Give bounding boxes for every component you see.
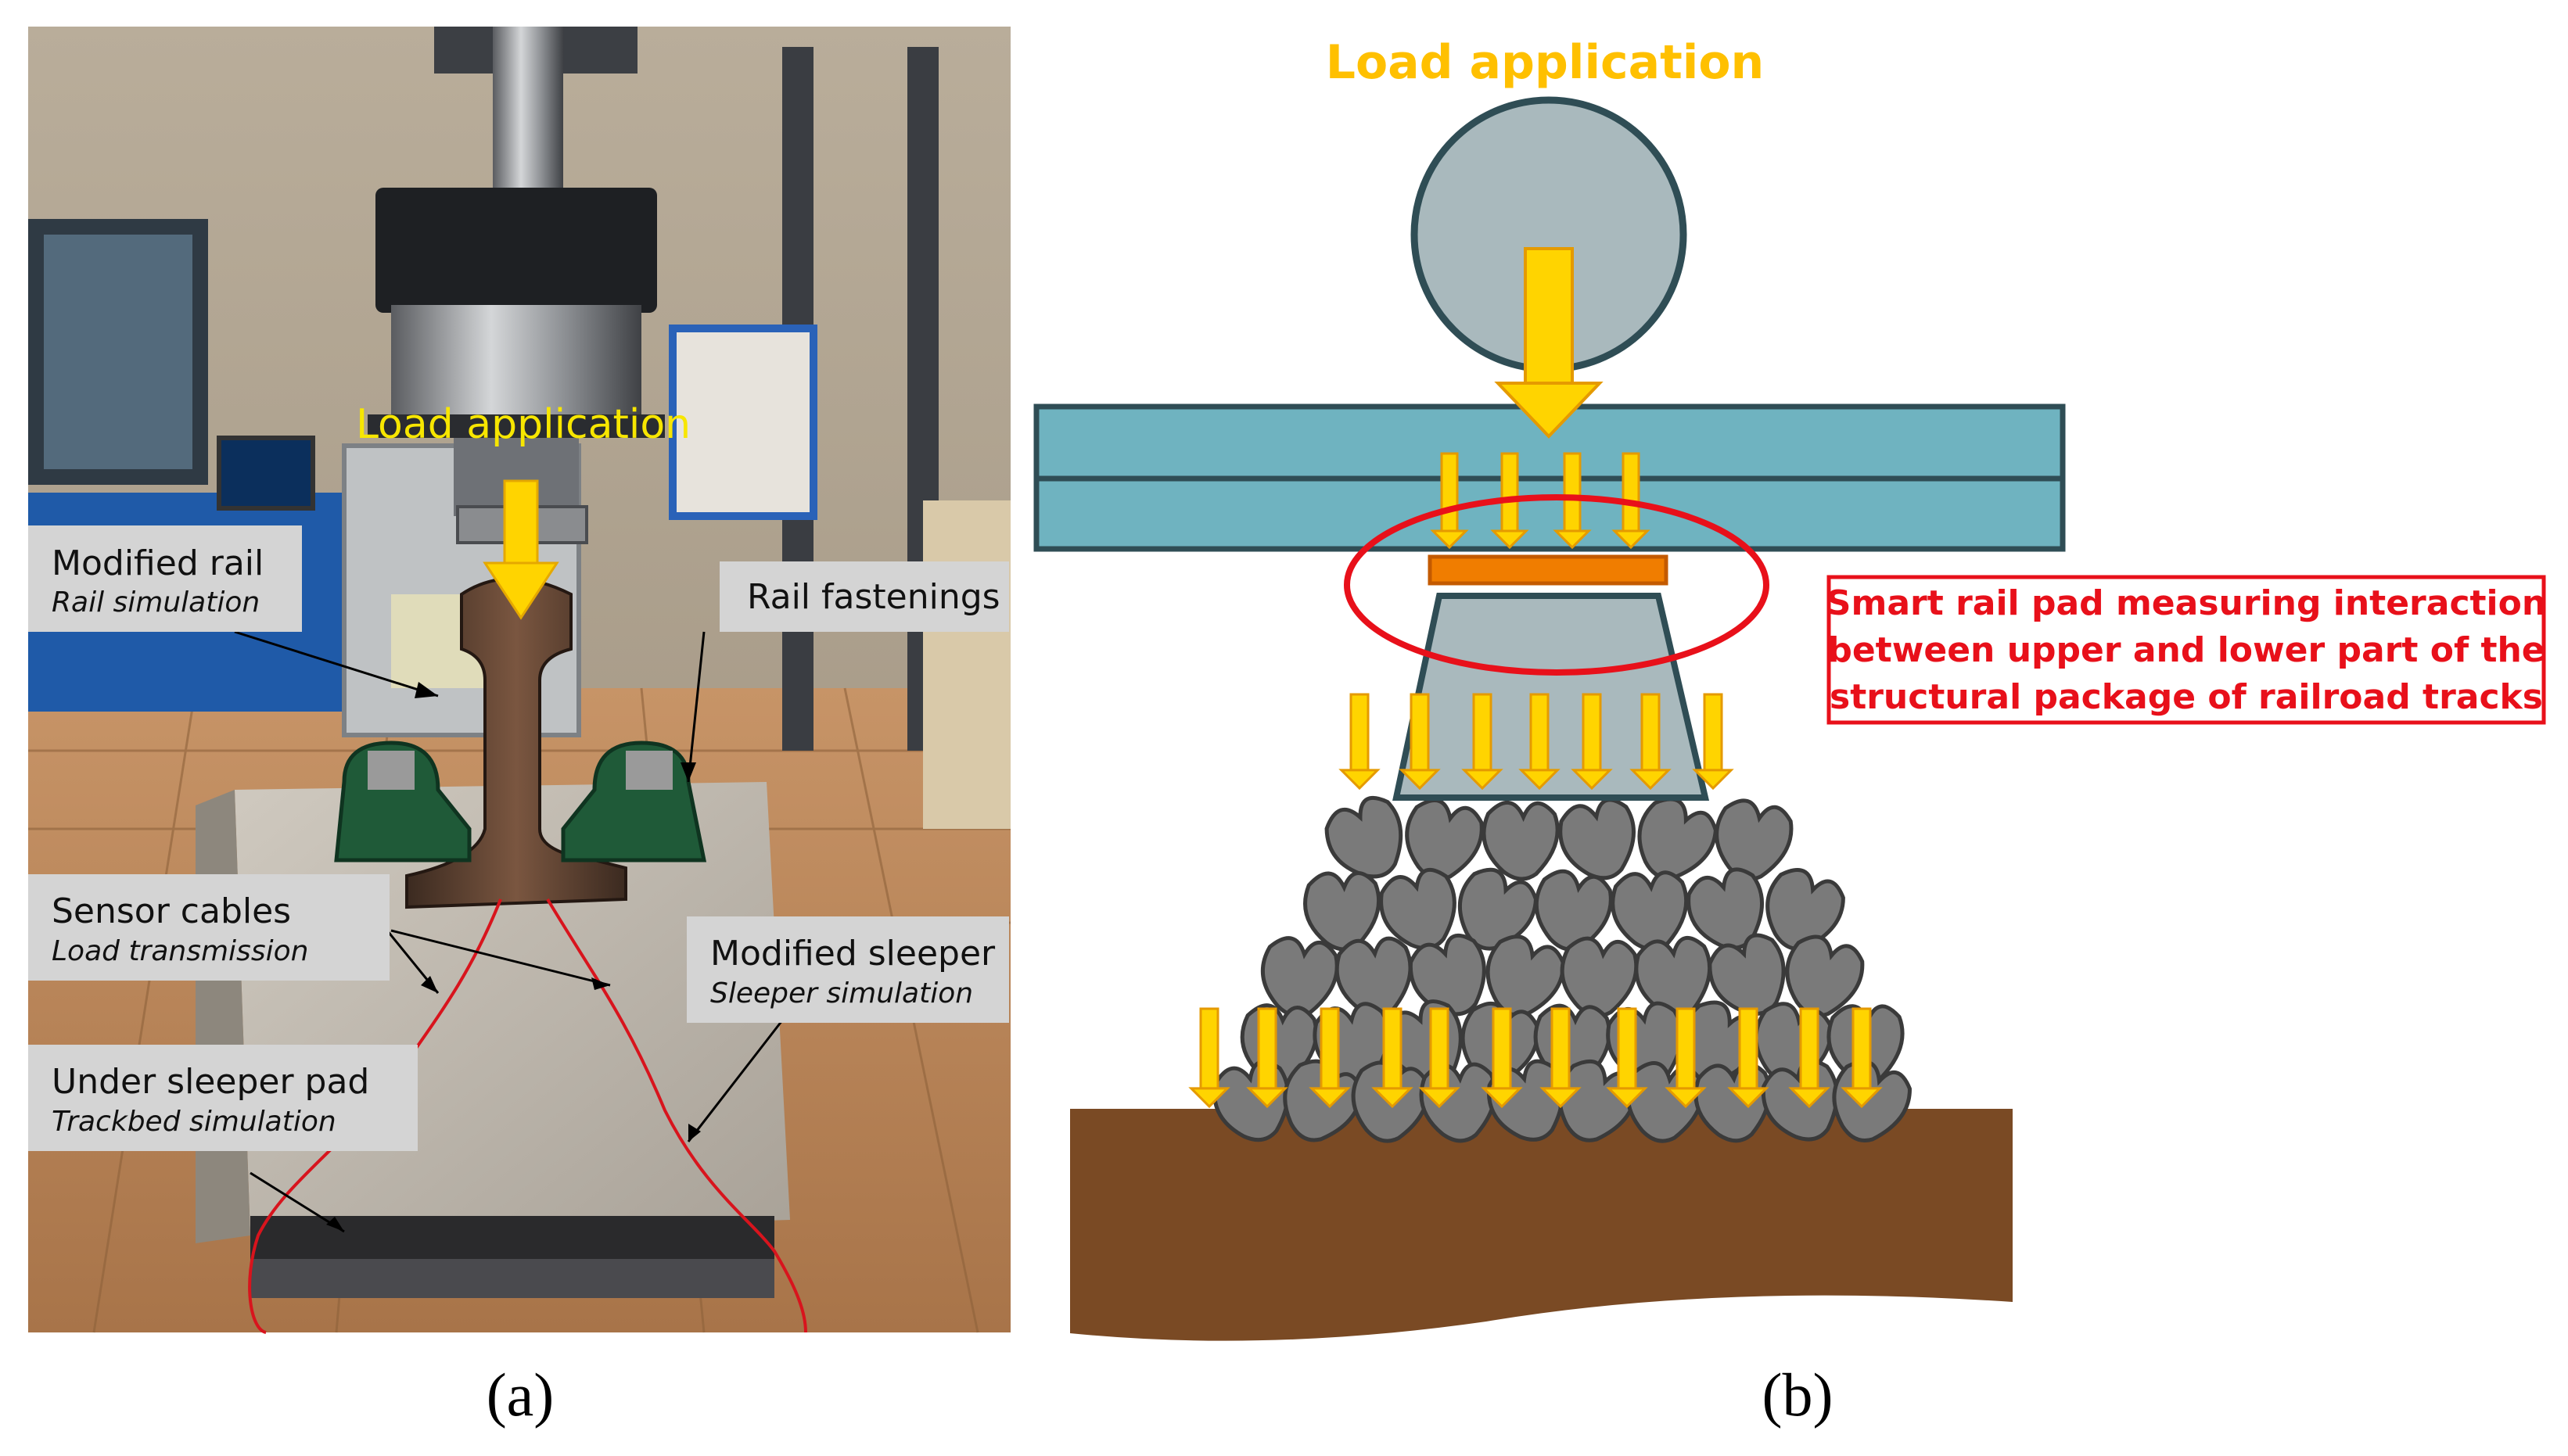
load-arrow <box>1461 693 1503 791</box>
load-arrow <box>1246 1007 1288 1109</box>
actuator-piston <box>493 27 563 191</box>
highlight-ellipse <box>1344 494 1769 676</box>
caption-b: (b) <box>1762 1361 1834 1429</box>
load-arrow <box>1490 452 1529 550</box>
ballast-stone <box>1686 867 1765 950</box>
callout-sensor-cables: Sensor cables Load transmission <box>28 874 390 981</box>
svg-text:Modified rail: Modified rail <box>52 543 264 583</box>
svg-text:Sensor cables: Sensor cables <box>52 891 291 931</box>
ballast-stone <box>1785 934 1865 1018</box>
callout-modified-rail: Modified rail Rail simulation <box>28 525 302 632</box>
load-arrow <box>1629 693 1672 791</box>
callout-under-sleeper-pad: Under sleeper pad Trackbed simulation <box>28 1045 418 1151</box>
load-arrow <box>1371 1007 1413 1109</box>
svg-text:Trackbed simulation: Trackbed simulation <box>52 1106 336 1138</box>
photo-load-label: Load application <box>356 401 691 448</box>
actuator-head <box>375 188 657 313</box>
diagram-load-label: Load application <box>1326 35 1765 90</box>
ballast-stone <box>1379 867 1456 951</box>
ballast-stone <box>1260 936 1339 1018</box>
control-panel <box>669 325 817 520</box>
ballast-stone <box>1482 800 1560 881</box>
ballast-stone <box>1558 798 1636 880</box>
photo-panel: Load application Modified rail Rail simu… <box>28 27 1011 1334</box>
svg-text:Under sleeper pad: Under sleeper pad <box>52 1062 369 1102</box>
load-cell <box>391 305 641 422</box>
callout-arrowheads <box>326 682 701 1232</box>
load-arrow <box>1553 452 1592 550</box>
ballast-stone <box>1334 936 1413 1018</box>
smart-rail-pad <box>1428 554 1668 586</box>
load-arrow <box>1606 1007 1648 1109</box>
ballast-stone <box>1557 1059 1638 1142</box>
load-arrow <box>1571 693 1613 791</box>
photo-load-arrow <box>483 479 559 620</box>
load-arrow <box>1399 693 1441 791</box>
load-arrow <box>1611 452 1650 550</box>
svg-text:structural package of railroad: structural package of railroad tracks <box>1830 677 2543 717</box>
smart-pad-note: Smart rail pad measuring interaction bet… <box>1826 575 2546 725</box>
rail-fastening-clips <box>334 741 707 862</box>
load-arrow <box>1418 1007 1460 1109</box>
load-arrow <box>1788 1007 1830 1109</box>
ballast-stone <box>1715 798 1794 881</box>
load-arrow <box>1518 693 1561 791</box>
caption-a: (a) <box>487 1361 555 1429</box>
subgrade <box>1070 1109 2013 1341</box>
load-arrow <box>1841 1007 1883 1109</box>
ballast-stone <box>1560 936 1639 1018</box>
svg-text:between upper and lower part o: between upper and lower part of the <box>1827 630 2545 670</box>
load-arrow <box>1481 1007 1523 1109</box>
load-arrow <box>1692 693 1734 791</box>
rail-lower <box>1033 475 2066 552</box>
load-arrow <box>1727 1007 1769 1109</box>
ballast-stone <box>1457 867 1538 951</box>
diagram-panel: Load application Smart rail pad measurin… <box>1033 35 2546 1341</box>
load-transfer-arrows <box>1188 452 1883 1109</box>
load-arrow <box>1188 1007 1230 1109</box>
load-arrow <box>1665 1007 1707 1109</box>
wheel-load-arrow <box>1494 247 1604 439</box>
ballast-stone <box>1765 868 1845 951</box>
monitor <box>217 436 315 511</box>
ballast-stone <box>1303 871 1381 952</box>
svg-text:Modified sleeper: Modified sleeper <box>710 934 996 974</box>
callout-modified-sleeper: Modified sleeper Sleeper simulation <box>687 916 1009 1023</box>
load-arrow <box>1309 1007 1351 1109</box>
svg-text:Rail simulation: Rail simulation <box>52 586 260 619</box>
svg-text:Load transmission: Load transmission <box>52 935 308 967</box>
ballast-stone <box>1708 933 1786 1016</box>
ballast-stone <box>1324 796 1403 879</box>
callout-rail-fastenings: Rail fastenings <box>720 561 1009 632</box>
svg-text:Smart rail pad measuring inter: Smart rail pad measuring interaction <box>1826 583 2546 623</box>
ballast-stone <box>1534 869 1613 952</box>
ballast-stone <box>1485 934 1565 1018</box>
rail-section <box>405 577 627 909</box>
load-arrow <box>1539 1007 1582 1109</box>
svg-text:Sleeper simulation: Sleeper simulation <box>710 977 973 1010</box>
ballast-stone <box>1405 798 1484 881</box>
ballast-stone <box>1637 797 1718 880</box>
ballast-stone <box>1611 870 1689 952</box>
load-arrow <box>1338 693 1381 791</box>
ballast-stone <box>1634 936 1712 1017</box>
svg-text:Rail fastenings: Rail fastenings <box>747 577 1000 617</box>
